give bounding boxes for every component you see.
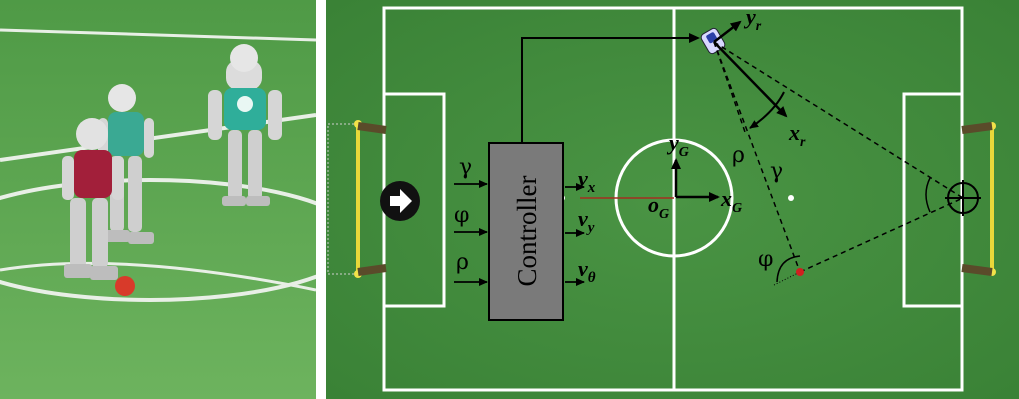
input-gamma: γ bbox=[459, 155, 472, 180]
robot-x-axis bbox=[713, 41, 788, 118]
field-svg: Controller γ φ ρ vx vy vθ xG yG oG yr bbox=[326, 0, 1019, 399]
robot-x-label: xr bbox=[788, 120, 806, 150]
field-line bbox=[0, 28, 316, 42]
input-rho: ρ bbox=[456, 250, 469, 275]
output-vy: vy bbox=[578, 206, 595, 236]
right-penalty-mark bbox=[788, 195, 794, 201]
input-phi: φ bbox=[454, 203, 469, 228]
output-vtheta: vθ bbox=[578, 256, 596, 286]
phi-label: φ bbox=[758, 247, 773, 272]
phi-reference-line bbox=[773, 271, 801, 286]
geometry-lines bbox=[713, 41, 964, 273]
global-x-label: xG bbox=[720, 186, 742, 216]
center-circle-line bbox=[0, 178, 316, 302]
target-crosshair-icon bbox=[945, 180, 981, 216]
ball-marker bbox=[796, 268, 804, 276]
phi-arc bbox=[776, 255, 801, 283]
gamma-helper-line bbox=[713, 41, 746, 133]
robot-red-left bbox=[62, 118, 124, 280]
right-goal bbox=[961, 122, 996, 276]
robot-rotation-arc bbox=[749, 91, 785, 129]
controller-block bbox=[488, 142, 564, 321]
robot-teal-right bbox=[208, 44, 282, 206]
goal-angle-arc bbox=[925, 177, 931, 213]
gamma-label: γ bbox=[770, 159, 783, 184]
robot-to-goal-line bbox=[713, 41, 964, 199]
direction-arrow-icon bbox=[380, 181, 420, 221]
photo-svg bbox=[0, 0, 316, 399]
ball bbox=[115, 276, 135, 296]
field-diagram: Controller γ φ ρ vx vy vθ xG yG oG yr bbox=[326, 0, 1019, 399]
robot-soccer-photo bbox=[0, 0, 316, 399]
global-origin-label: oG bbox=[648, 192, 669, 222]
controller-label: Controller bbox=[512, 176, 542, 287]
left-goal bbox=[327, 120, 387, 278]
output-vx: vx bbox=[578, 166, 596, 196]
field-line bbox=[0, 261, 316, 292]
global-y-label: yG bbox=[666, 130, 689, 160]
rho-label: ρ bbox=[732, 143, 745, 168]
robot-y-axis bbox=[713, 20, 742, 43]
robot-to-ball-line bbox=[713, 41, 801, 273]
robot-y-label: yr bbox=[743, 4, 762, 34]
ball-to-goal-line bbox=[799, 197, 964, 273]
feedback-arrow bbox=[521, 33, 700, 143]
